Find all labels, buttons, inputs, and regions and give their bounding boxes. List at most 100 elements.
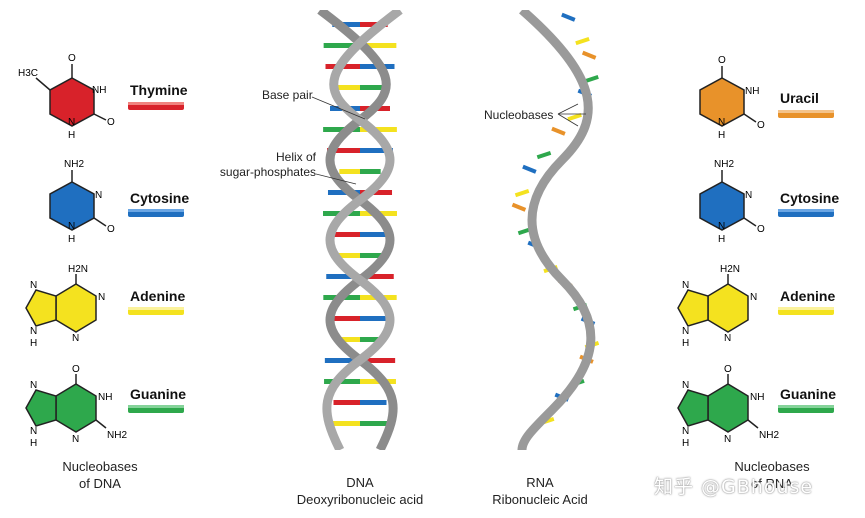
uracil-base-bar [778, 110, 834, 118]
thymine-base-bar [128, 102, 184, 110]
helix-label-line2: sugar-phosphates [219, 165, 316, 179]
guanine-nh: NH [98, 392, 112, 403]
dna-rung-left [333, 400, 360, 405]
rna-base-stub [536, 150, 552, 160]
rna-cytosine-structure: NH2 N O N H [699, 159, 765, 245]
rna-base-stub [584, 75, 599, 84]
uracil-nh: NH [745, 86, 759, 97]
rna-base-stub [567, 113, 582, 122]
dna-rung-left [335, 337, 360, 342]
rna-adenine-n3: N [682, 280, 689, 291]
rna-cytosine-n-bottom: N [718, 221, 725, 232]
dna-backbone-strand-a [317, 10, 398, 450]
dna-rung-left [332, 421, 360, 426]
dna-rung-left [327, 148, 360, 153]
adenine-base-bar [128, 307, 184, 315]
dna-rung-right [360, 274, 394, 279]
dna-nucleobases-caption: Nucleobases of DNA [40, 458, 160, 492]
uracil-o-right: O [757, 120, 765, 131]
dna-rung-left [338, 253, 360, 258]
cytosine-n: N [95, 190, 102, 201]
rna-adenine-h2n: H2N [720, 264, 740, 275]
rna-nucleobases-caption: Nucleobases of RNA [712, 458, 832, 492]
nucleobases-pointers [557, 103, 586, 127]
thymine-nh: NH [92, 85, 106, 96]
guanine-nh2: NH2 [107, 430, 127, 441]
dna-caption-title: DNA [346, 475, 374, 490]
thymine-o-top: O [68, 53, 76, 64]
dna-rung-right [360, 43, 397, 48]
dna-backbone-strand-b [322, 10, 403, 450]
dna-rung-right [360, 169, 381, 174]
dna-rung-right [360, 400, 387, 405]
dna-rung-right [360, 85, 384, 90]
rna-adenine-base-bar [778, 307, 834, 315]
dna-rung-left [323, 43, 360, 48]
guanine-label: Guanine [130, 386, 187, 402]
rna-adenine-n1: N [750, 292, 757, 303]
rna-guanine-nh: NH [750, 392, 764, 403]
cytosine-h: H [68, 234, 75, 245]
guanine-n2: N [30, 380, 37, 391]
rna-guanine-base-bar [778, 405, 834, 413]
rna-base-stub [575, 37, 590, 46]
thymine-n: N [68, 117, 75, 128]
dna-rung-right [360, 358, 396, 363]
uracil-structure: O NH O N H [699, 55, 765, 141]
base-pair-label: Base pair [262, 88, 313, 102]
rna-base-stub [551, 126, 566, 136]
rna-caption-subtitle: Ribonucleic Acid [492, 492, 588, 507]
dna-rung-left [323, 127, 360, 132]
guanine-n1: N [72, 434, 79, 445]
dna-caption-subtitle: Deoxyribonucleic acid [296, 492, 424, 507]
rna-guanine-o: O [724, 364, 732, 375]
rna-guanine-n3: N [682, 426, 689, 437]
thymine-label: Thymine [130, 82, 188, 98]
cytosine-label: Cytosine [130, 190, 190, 206]
dna-rung-left [326, 274, 360, 279]
helix-pointer [316, 173, 357, 185]
rna-guanine-n2: N [682, 380, 689, 391]
adenine-n2: N [72, 333, 79, 344]
adenine-structure: H2N N N N N H [25, 264, 105, 349]
dna-rung-right [360, 127, 397, 132]
rna-cytosine-base-bar [778, 209, 834, 217]
rna-base-stub [522, 164, 537, 174]
guanine-h: H [30, 438, 37, 449]
rna-guanine-n1: N [724, 434, 731, 445]
thymine-o-right: O [107, 117, 115, 128]
adenine-n4: N [30, 326, 37, 337]
dna-caption: DNA Deoxyribonucleic acid [280, 474, 440, 508]
dna-rung-left [336, 85, 360, 90]
uracil-label: Uracil [780, 90, 819, 106]
adenine-n1: N [98, 292, 105, 303]
uracil-o-top: O [718, 55, 726, 66]
rna-strand [511, 10, 600, 450]
dna-double-helix [317, 10, 403, 450]
dna-rung-left [328, 232, 360, 237]
rna-caption-line1: Nucleobases [734, 459, 810, 474]
rna-caption-title: RNA [526, 475, 554, 490]
uracil-n: N [718, 117, 725, 128]
guanine-n3: N [30, 426, 37, 437]
watermark: 知乎 @GBhouse [654, 476, 814, 498]
rna-guanine-label: Guanine [780, 386, 837, 402]
rna-caption: RNA Ribonucleic Acid [470, 474, 610, 508]
dna-rung-right [360, 337, 385, 342]
rna-guanine-h: H [682, 438, 689, 449]
cytosine-n-bottom: N [68, 221, 75, 232]
dna-rung-left [331, 316, 360, 321]
cytosine-o: O [107, 224, 115, 235]
helix-label-line1: Helix of [275, 150, 316, 164]
rna-nucleobases-label: Nucleobases [484, 108, 554, 122]
dna-rung-right [360, 22, 388, 27]
helix-label: Helix of sugar-phosphates [216, 150, 316, 180]
rna-base-stub [561, 12, 576, 22]
guanine-structure: O NH NH2 N N N H [25, 364, 127, 449]
dna-rung-right [360, 148, 393, 153]
rna-cytosine-label: Cytosine [780, 190, 840, 206]
adenine-h: H [30, 338, 37, 349]
rna-caption-line2: of RNA [751, 476, 793, 491]
rna-base-stub [581, 50, 597, 60]
rna-guanine-structure: O NH NH2 N N N H [677, 364, 779, 449]
